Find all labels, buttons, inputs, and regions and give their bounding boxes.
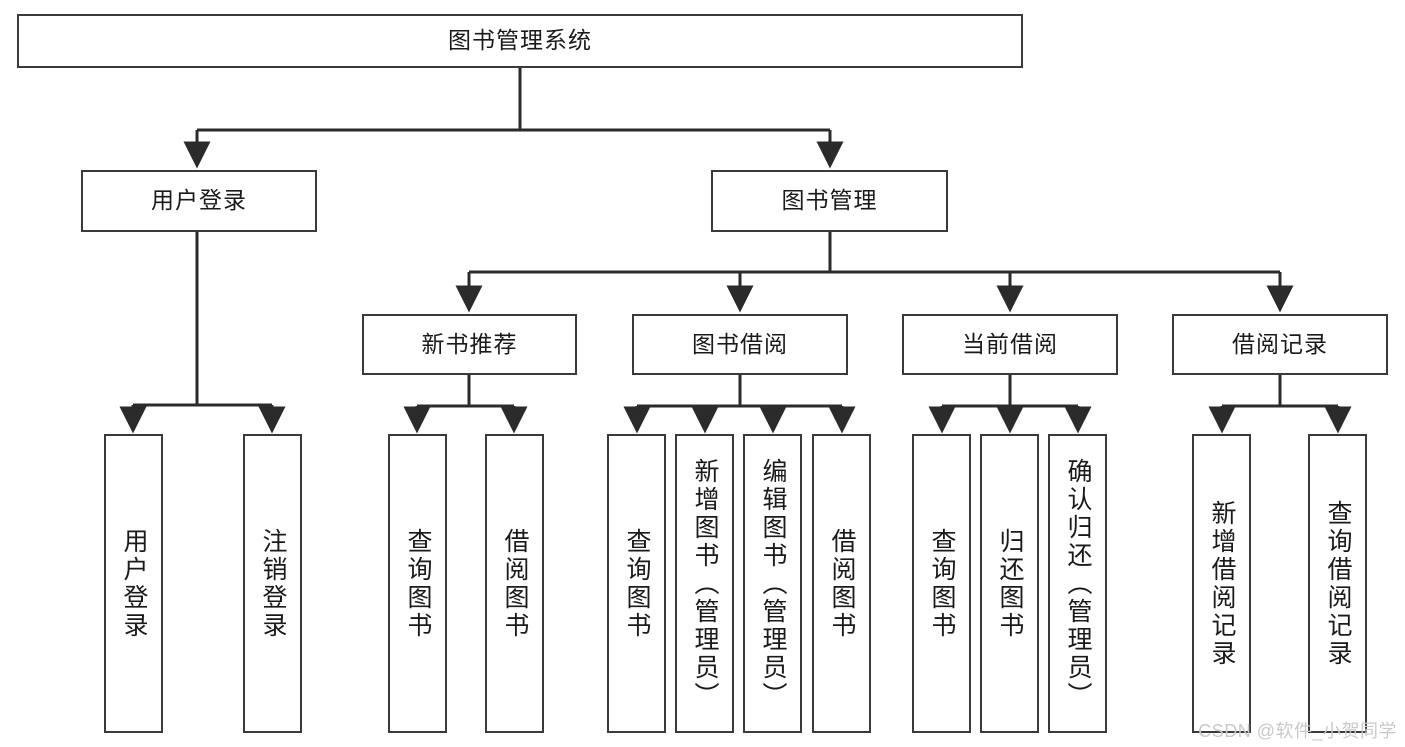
node-leaf-borrow-book-1[interactable]: 借阅图书 bbox=[485, 434, 544, 733]
node-leaf-logout-login-label: 注销登录 bbox=[259, 527, 287, 640]
node-borrow-record-label: 借阅记录 bbox=[1232, 330, 1328, 357]
node-leaf-return-book-label: 归还图书 bbox=[996, 527, 1024, 640]
node-book-manage[interactable]: 图书管理 bbox=[711, 170, 948, 232]
node-leaf-borrow-book-2[interactable]: 借阅图书 bbox=[812, 434, 871, 733]
node-root-label: 图书管理系统 bbox=[448, 27, 592, 54]
node-leaf-add-record[interactable]: 新增借阅记录 bbox=[1192, 434, 1251, 733]
node-leaf-edit-book-label: 编辑图书（管理员） bbox=[759, 457, 787, 710]
node-leaf-add-record-label: 新增借阅记录 bbox=[1208, 499, 1236, 668]
node-leaf-user-login[interactable]: 用户登录 bbox=[104, 434, 163, 733]
node-leaf-query-record-label: 查询借阅记录 bbox=[1324, 499, 1352, 668]
node-root[interactable]: 图书管理系统 bbox=[17, 14, 1023, 68]
node-leaf-confirm-return-label: 确认归还（管理员） bbox=[1064, 457, 1092, 710]
node-leaf-confirm-return[interactable]: 确认归还（管理员） bbox=[1048, 434, 1107, 733]
node-leaf-borrow-book-1-label: 借阅图书 bbox=[501, 527, 529, 640]
node-leaf-query-book-2[interactable]: 查询图书 bbox=[607, 434, 666, 733]
node-leaf-query-book-2-label: 查询图书 bbox=[623, 527, 651, 640]
node-leaf-query-book-3-label: 查询图书 bbox=[928, 527, 956, 640]
node-current-borrow-label: 当前借阅 bbox=[962, 330, 1058, 357]
node-user-login[interactable]: 用户登录 bbox=[81, 170, 317, 232]
node-new-book-rec-label: 新书推荐 bbox=[421, 330, 518, 357]
node-leaf-add-book[interactable]: 新增图书（管理员） bbox=[675, 434, 734, 733]
node-leaf-return-book[interactable]: 归还图书 bbox=[980, 434, 1039, 733]
node-book-borrow-label: 图书借阅 bbox=[692, 330, 788, 357]
node-new-book-rec[interactable]: 新书推荐 bbox=[362, 314, 577, 375]
node-leaf-query-record[interactable]: 查询借阅记录 bbox=[1308, 434, 1367, 733]
node-current-borrow[interactable]: 当前借阅 bbox=[902, 314, 1118, 375]
node-leaf-query-book-1[interactable]: 查询图书 bbox=[388, 434, 447, 733]
node-book-manage-label: 图书管理 bbox=[781, 187, 878, 214]
node-leaf-borrow-book-2-label: 借阅图书 bbox=[828, 527, 856, 640]
node-borrow-record[interactable]: 借阅记录 bbox=[1172, 314, 1388, 375]
node-leaf-query-book-3[interactable]: 查询图书 bbox=[912, 434, 971, 733]
node-leaf-user-login-label: 用户登录 bbox=[120, 527, 148, 640]
node-book-borrow[interactable]: 图书借阅 bbox=[632, 314, 848, 375]
node-leaf-logout-login[interactable]: 注销登录 bbox=[243, 434, 302, 733]
node-leaf-add-book-label: 新增图书（管理员） bbox=[691, 457, 719, 710]
csdn-watermark: CSDN @软件_小贺同学 bbox=[1198, 721, 1397, 741]
node-leaf-edit-book[interactable]: 编辑图书（管理员） bbox=[743, 434, 802, 733]
node-leaf-query-book-1-label: 查询图书 bbox=[404, 527, 432, 640]
node-user-login-label: 用户登录 bbox=[151, 187, 247, 214]
